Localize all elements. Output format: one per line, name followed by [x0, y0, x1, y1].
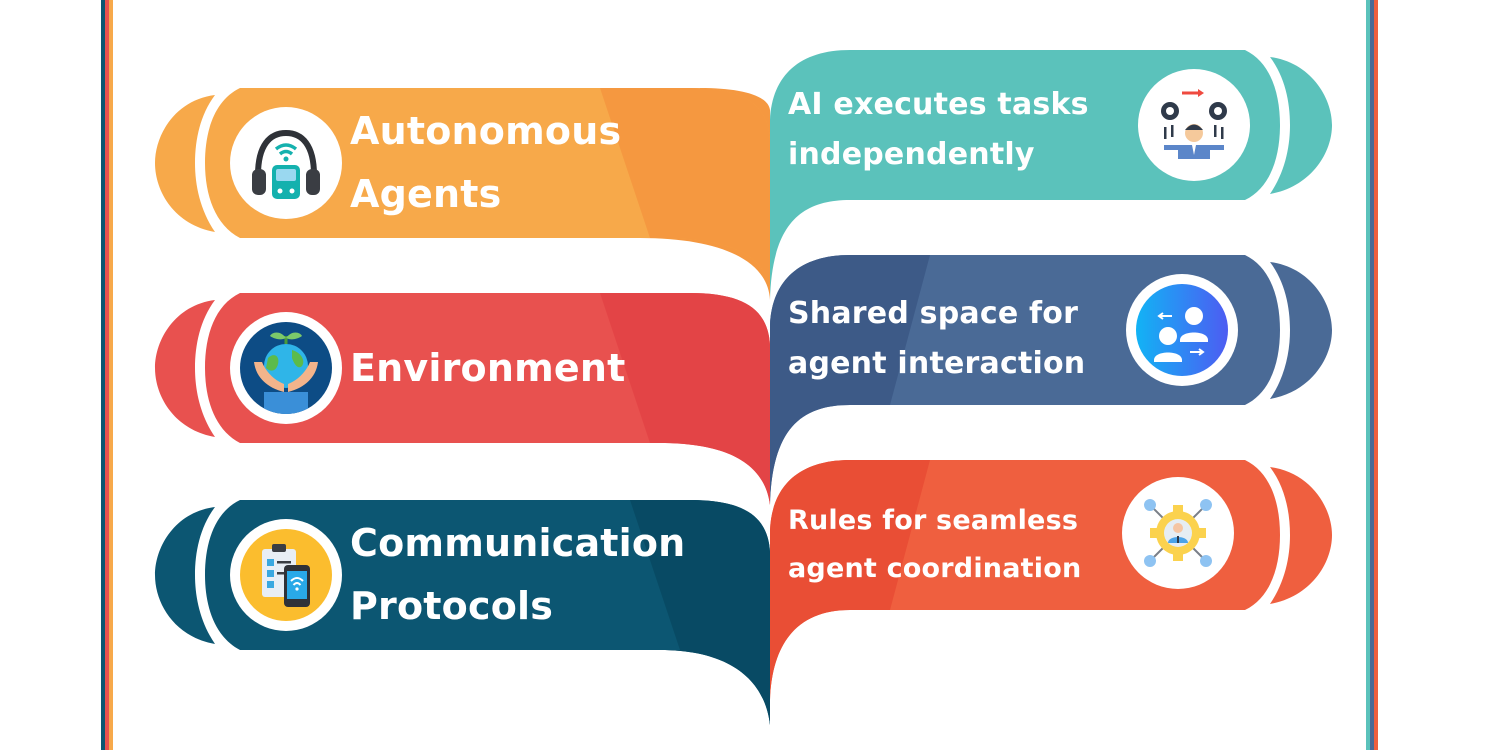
icon-circle-communication-protocols [230, 519, 342, 631]
desc-line-1: AI executes tasks [788, 87, 1089, 122]
label-environment: Environment [350, 337, 626, 400]
desc-line-1: Shared space for [788, 296, 1079, 331]
label-shared-space: Shared space for agent interaction [788, 289, 1085, 389]
left-border-stripe-red [105, 0, 109, 750]
left-border-stripe-navy [101, 0, 105, 750]
icon-circle-environment [230, 312, 342, 424]
ribbon-communication-protocols [155, 500, 770, 725]
earth-in-hands-icon [240, 322, 332, 414]
title-line-1: Communication [350, 521, 686, 565]
headphones-device-icon [240, 117, 332, 209]
icon-circle-ai-executes [1138, 69, 1250, 181]
ribbon-autonomous-agents [155, 88, 770, 300]
icon-circle-autonomous-agents [230, 107, 342, 219]
left-border-stripe-orange [109, 0, 113, 750]
clipboard-phone-wifi-icon [240, 529, 332, 621]
title-line-2: Protocols [350, 584, 554, 628]
right-border-stripe-teal [1366, 0, 1370, 750]
right-border-stripe-blue [1370, 0, 1374, 750]
right-border-stripe-coral [1374, 0, 1378, 750]
desc-line-2: agent interaction [788, 346, 1086, 381]
ribbon-environment [155, 293, 770, 505]
label-communication-protocols: Communication Protocols [350, 512, 685, 638]
desc-line-1: Rules for seamless [788, 505, 1079, 536]
icon-circle-rules [1122, 477, 1234, 589]
title-line-2: Agents [350, 172, 502, 216]
label-ai-executes: AI executes tasks independently [788, 80, 1089, 180]
icon-circle-shared-space [1126, 274, 1238, 386]
person-with-gears-icon [1148, 79, 1240, 171]
label-autonomous-agents: Autonomous Agents [350, 100, 621, 226]
title-line-1: Environment [350, 346, 626, 390]
users-exchange-icon [1136, 284, 1228, 376]
title-line-1: Autonomous [350, 109, 622, 153]
label-rules: Rules for seamless agent coordination [788, 497, 1081, 593]
desc-line-2: independently [788, 137, 1035, 172]
desc-line-2: agent coordination [788, 553, 1082, 584]
gear-network-person-icon [1132, 487, 1224, 579]
